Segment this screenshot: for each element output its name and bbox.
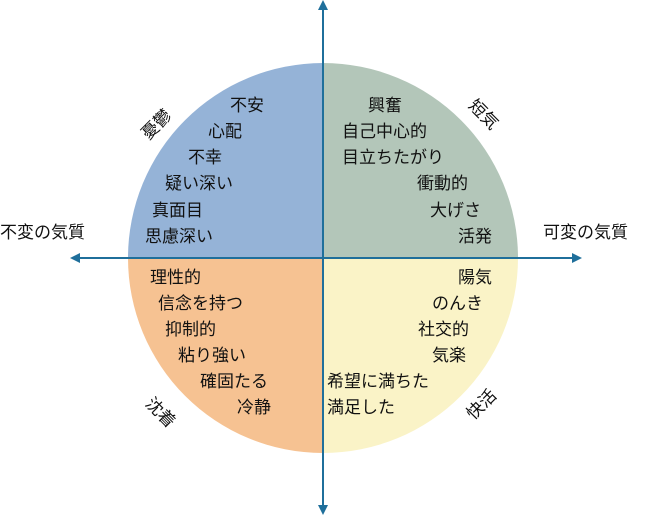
quadrant-sanguine	[323, 258, 518, 453]
quadrant-melancholic	[128, 63, 323, 258]
corner-label-choleric: 短気	[464, 96, 502, 134]
trait: 活発	[458, 227, 492, 247]
quadrant-choleric	[323, 63, 518, 258]
trait: 確固たる	[200, 372, 268, 392]
trait: 自己中心的	[342, 122, 427, 142]
trait: 不安	[230, 96, 264, 116]
sanguine-traits: 陽気 のんき 社交的 気楽 希望に満ちた 満足した	[327, 268, 492, 418]
melancholic-traits: 不安 心配 不幸 疑い深い 真面目 思慮深い	[145, 96, 264, 247]
trait: 陽気	[458, 268, 492, 288]
axis-label-left: 不変の気質	[0, 223, 85, 243]
trait: 興奮	[368, 96, 402, 116]
trait: 衝動的	[417, 174, 468, 194]
trait: 思慮深い	[145, 227, 213, 247]
trait: 不幸	[188, 148, 222, 168]
trait: 信念を持つ	[158, 293, 243, 314]
quadrant-phlegmatic	[128, 258, 323, 453]
trait: 気楽	[432, 346, 466, 366]
trait: 満足した	[327, 398, 395, 418]
corner-label-phlegmatic: 沈着	[141, 394, 179, 432]
trait: 心配	[208, 122, 242, 142]
trait: 粘り強い	[178, 346, 246, 366]
trait: のんき	[432, 294, 483, 314]
corner-label-sanguine: 快活	[463, 386, 501, 424]
trait: 疑い深い	[165, 174, 233, 194]
trait: 目立ちたがり	[342, 148, 444, 168]
trait: 社交的	[418, 320, 469, 340]
trait: 大げさ	[430, 201, 481, 221]
choleric-traits: 興奮 自己中心的 目立ちたがり 衝動的 大げさ 活発	[342, 96, 492, 247]
phlegmatic-traits: 理性的 信念を持つ 抑制的 粘り強い 確固たる 冷静	[150, 268, 271, 418]
axis-label-right: 可変の気質	[543, 223, 628, 243]
trait: 真面目	[152, 201, 203, 221]
trait: 抑制的	[165, 320, 216, 340]
trait: 理性的	[150, 268, 201, 288]
trait: 希望に満ちた	[327, 372, 429, 392]
trait: 冷静	[237, 398, 271, 418]
